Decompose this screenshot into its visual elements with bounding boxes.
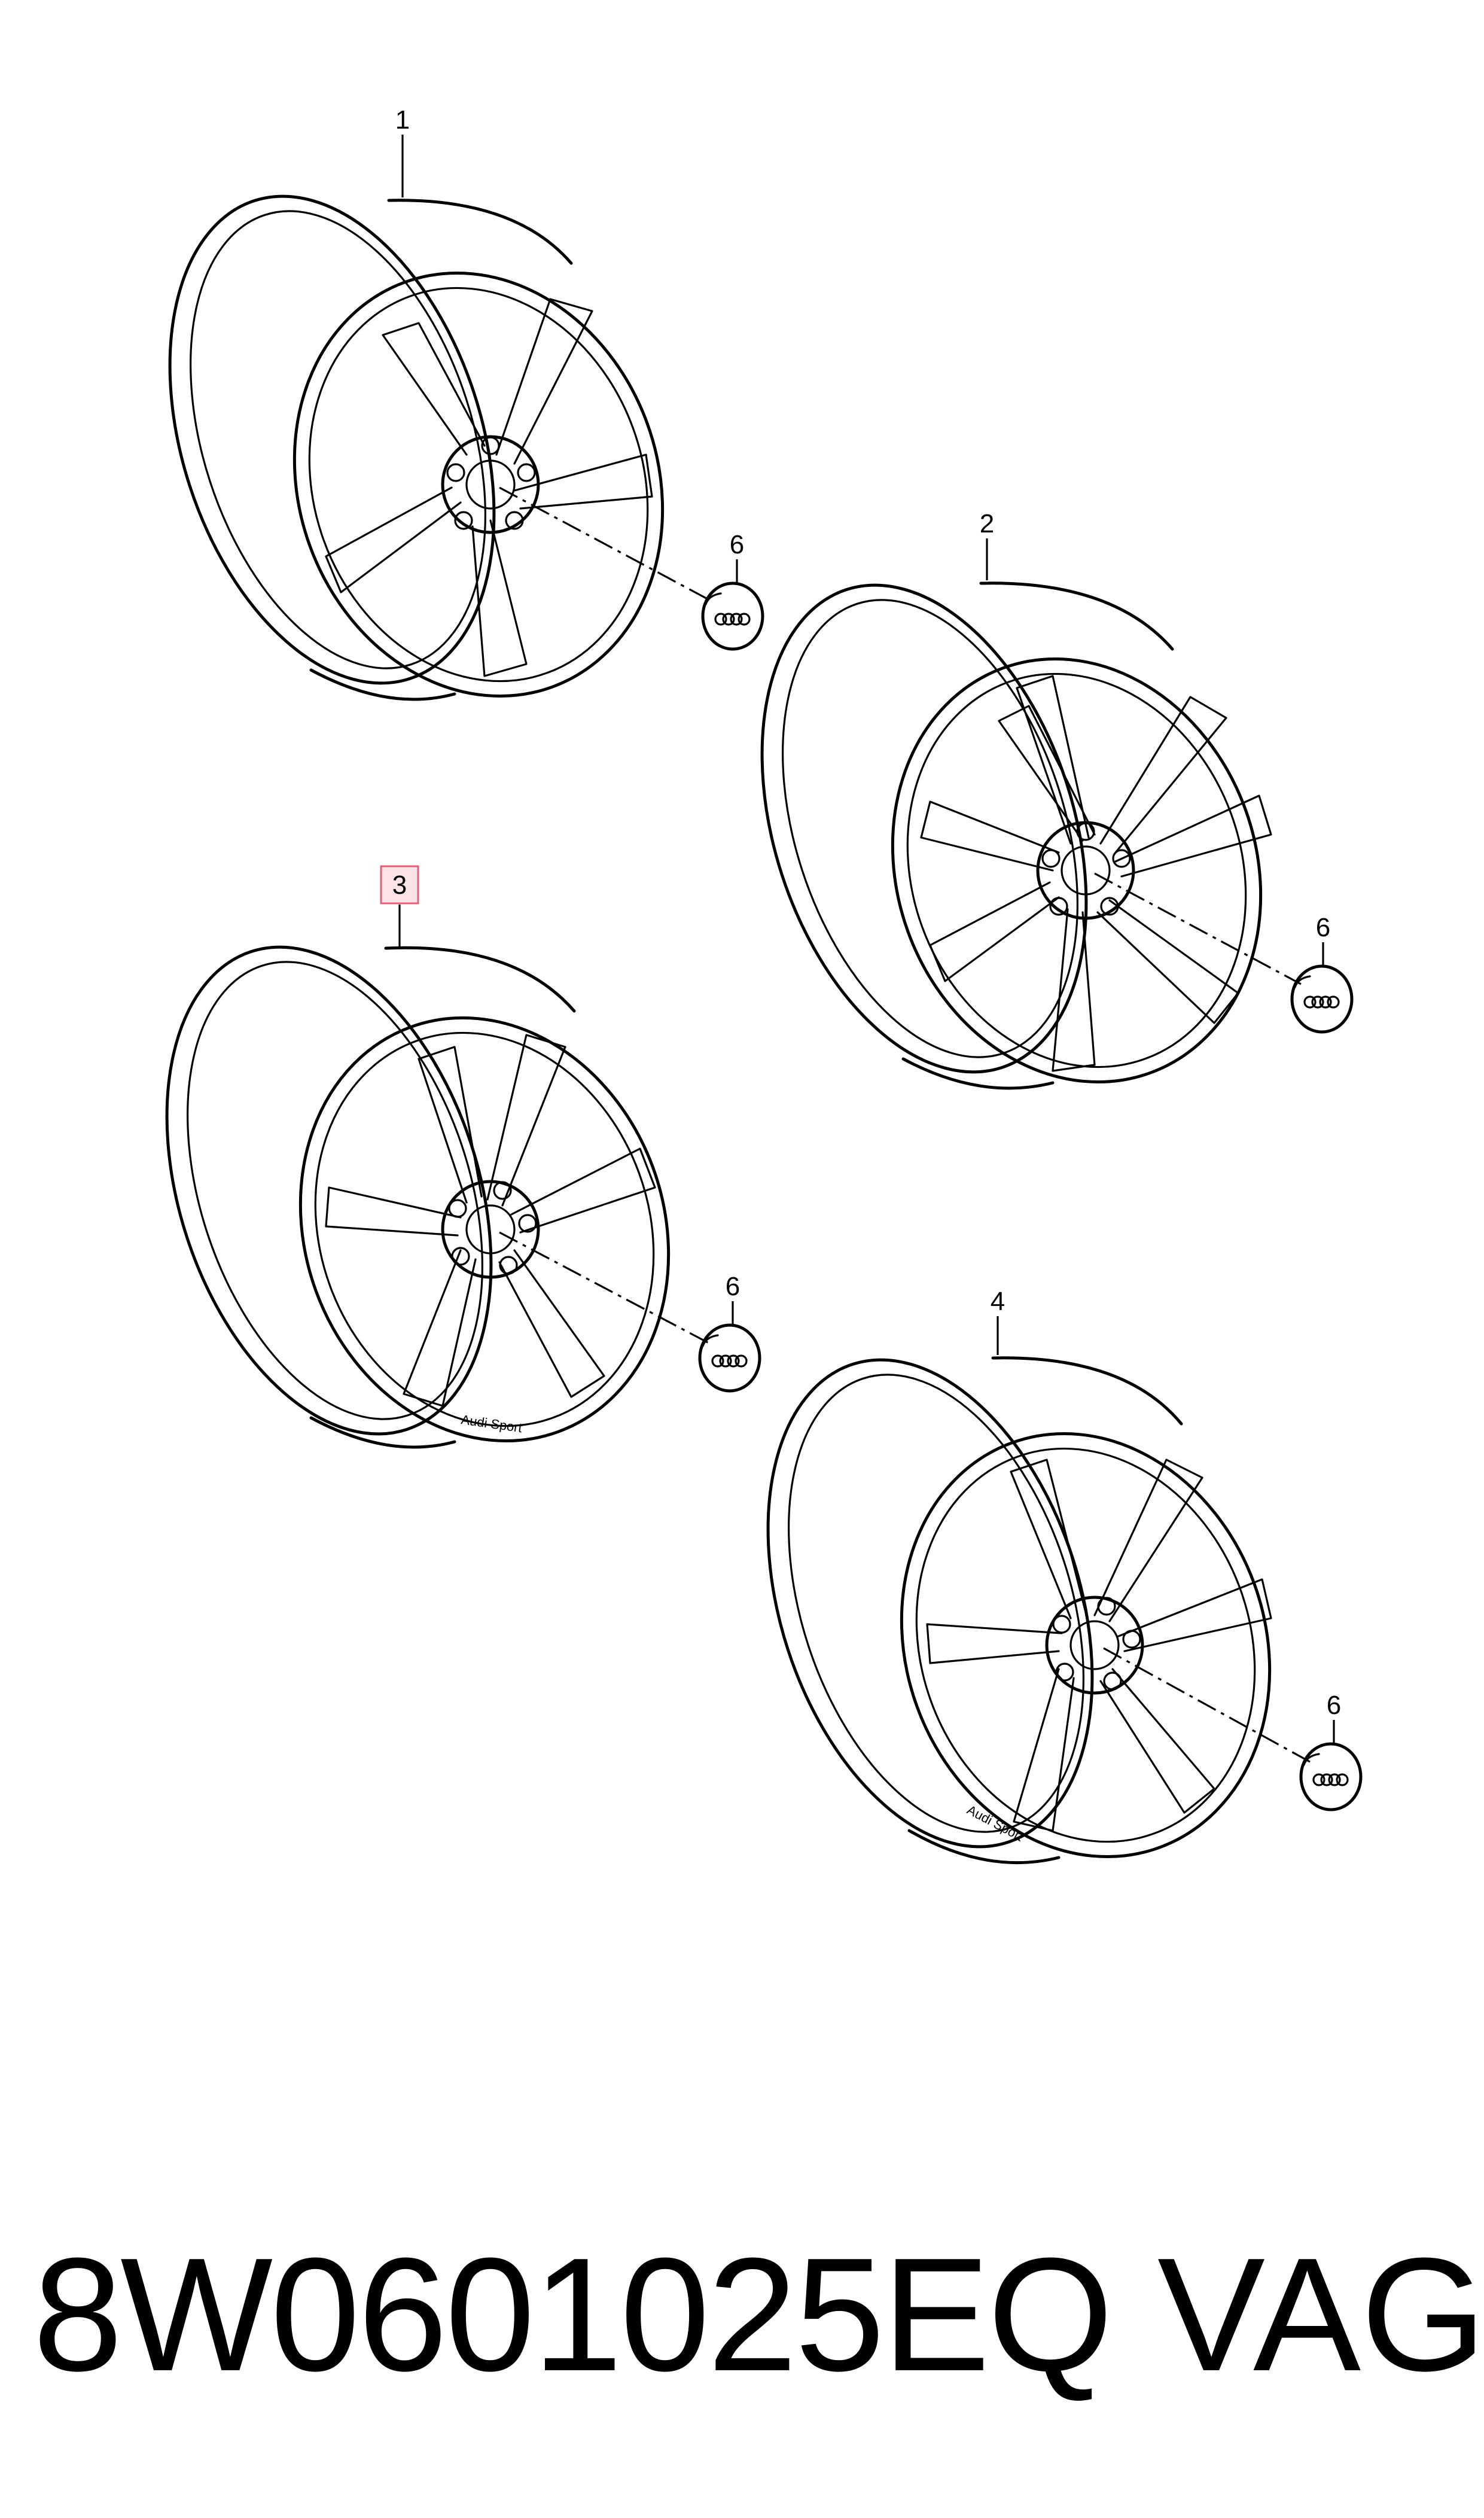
- center-cap-2[interactable]: [1290, 964, 1354, 1034]
- center-cap-1[interactable]: [701, 581, 764, 651]
- audi-rings-icon: [1312, 1773, 1349, 1786]
- callout-wheel-2: 2: [980, 509, 994, 538]
- wheel-3[interactable]: Audi Sport: [109, 905, 727, 1493]
- part-number: 8W0601025EQ: [33, 2225, 1113, 2405]
- audi-rings-icon: [1303, 995, 1340, 1009]
- wheel-2[interactable]: [704, 543, 1319, 1134]
- rim-lettering-wheel-3: Audi Sport: [460, 1412, 523, 1435]
- callout-wheel-4: 4: [991, 1287, 1005, 1316]
- callout-cap-4: 6: [1327, 1691, 1341, 1720]
- audi-rings-icon: [714, 613, 751, 626]
- wheel-1[interactable]: [112, 154, 721, 748]
- callout-cap-3: 6: [726, 1272, 740, 1301]
- wheel-4[interactable]: Audi Sport: [710, 1318, 1328, 1909]
- center-cap-4[interactable]: [1299, 1742, 1363, 1811]
- center-cap-3[interactable]: [698, 1323, 761, 1393]
- audi-rings-icon: [711, 1354, 748, 1368]
- brand-label: VAG: [1157, 2225, 1484, 2405]
- callout-cap-2: 6: [1316, 913, 1330, 942]
- callout-wheel-3[interactable]: 3: [392, 870, 407, 900]
- callout-highlight-box: [380, 865, 419, 905]
- callout-wheel-1: 1: [395, 105, 410, 135]
- callout-cap-1: 6: [730, 530, 744, 559]
